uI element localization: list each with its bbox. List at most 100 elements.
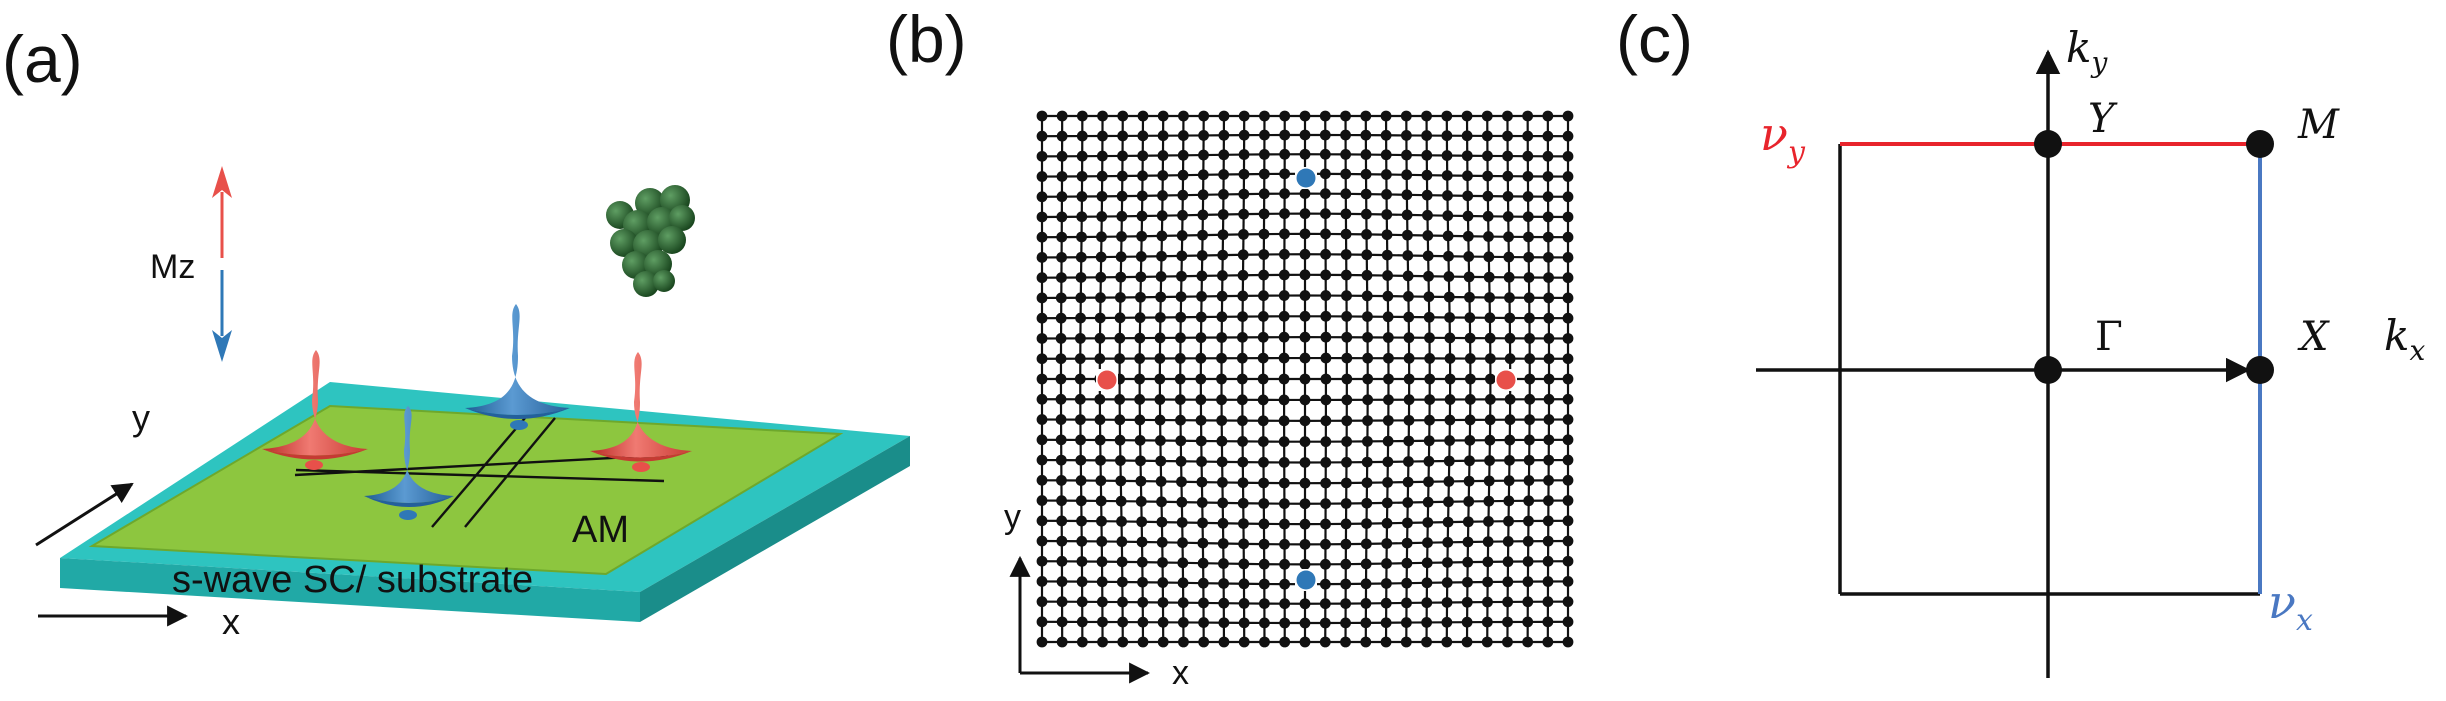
lattice-site: [1340, 110, 1351, 122]
lattice-site: [1197, 189, 1209, 201]
lattice-site: [1504, 393, 1516, 405]
lattice-site: [1299, 636, 1311, 648]
lattice-site: [1176, 517, 1188, 528]
lattice-site: [1484, 332, 1496, 344]
lattice-site: [1562, 231, 1574, 243]
lattice-site: [1423, 455, 1435, 467]
lattice-site: [1319, 110, 1331, 122]
lattice-site: [1116, 190, 1128, 202]
lattice-site: [1154, 312, 1166, 323]
lattice-site: [1257, 436, 1269, 447]
lattice-site: [1196, 291, 1207, 302]
lattice-site: [1196, 497, 1208, 508]
lattice-site: [1402, 476, 1414, 488]
lattice-site: [1036, 495, 1048, 506]
lattice-site: [1341, 415, 1353, 427]
lattice-site: [1259, 636, 1270, 648]
lattice-site: [1340, 477, 1352, 489]
lattice-site: [1056, 272, 1067, 284]
lattice-site: [1257, 373, 1269, 385]
lattice-site: [1055, 373, 1067, 385]
lattice-site: [1502, 536, 1514, 547]
lattice-site: [1502, 110, 1513, 122]
lattice-site: [1279, 228, 1290, 240]
lattice-site: [1036, 596, 1048, 608]
lattice-site: [1175, 435, 1187, 447]
lattice-site: [1441, 110, 1453, 122]
lattice-site: [1155, 476, 1167, 487]
lattice-site: [1036, 616, 1048, 628]
lattice-site: [1403, 435, 1415, 447]
lattice-site: [1196, 270, 1208, 282]
lattice-site: [1238, 538, 1250, 550]
axis-y-label-a: y: [132, 397, 150, 438]
lattice-site: [1117, 110, 1129, 122]
lattice-site: [1217, 497, 1229, 509]
lattice-site: [1562, 616, 1574, 628]
lattice-site: [1197, 229, 1208, 241]
lattice-site: [1115, 292, 1126, 303]
lattice-site: [1382, 435, 1394, 447]
lattice-site: [1562, 130, 1574, 142]
lattice-site: [1156, 516, 1168, 528]
lattice-site: [1524, 312, 1535, 324]
lattice-site: [1094, 312, 1106, 324]
red-marker-right: [1496, 370, 1516, 390]
lattice-site: [1177, 597, 1189, 609]
lattice-site: [1218, 129, 1230, 141]
lattice-site: [1238, 168, 1250, 180]
lattice-site: [1464, 455, 1475, 467]
lattice-site: [1096, 515, 1107, 527]
lattice-site: [1056, 150, 1068, 162]
lattice-site: [1135, 271, 1147, 283]
lattice-site: [1174, 352, 1186, 364]
lattice-site: [1114, 434, 1126, 446]
lattice-site: [1320, 248, 1332, 260]
lattice-site: [1299, 394, 1311, 406]
lattice-site: [1278, 331, 1290, 343]
lattice-site: [1036, 191, 1048, 203]
lattice-site: [1094, 353, 1106, 365]
lattice-site: [1216, 352, 1227, 364]
lattice-site: [1360, 110, 1372, 122]
lattice-site: [1461, 596, 1473, 608]
lattice-site: [1299, 290, 1311, 301]
lattice-site: [1299, 598, 1311, 610]
lattice-site: [1461, 616, 1473, 628]
lattice-site: [1543, 292, 1555, 304]
lattice-site: [1381, 497, 1393, 509]
lattice-site: [1156, 210, 1168, 222]
lattice-site: [1320, 538, 1331, 550]
lattice-site: [1444, 414, 1456, 426]
lattice-site: [1036, 333, 1048, 344]
lattice-site: [1361, 477, 1373, 489]
lattice-site: [1481, 636, 1493, 648]
lattice-site: [1484, 434, 1496, 446]
lattice-site: [1542, 110, 1554, 122]
lattice-site: [1523, 292, 1535, 304]
lattice-site: [1421, 130, 1433, 141]
lattice-site: [1522, 556, 1534, 567]
lattice-site: [1402, 270, 1414, 282]
lattice-site: [1137, 616, 1149, 628]
lattice-site: [1421, 557, 1433, 569]
lattice-site: [1421, 597, 1433, 609]
lattice-site: [1238, 518, 1249, 530]
lattice-site: [1198, 149, 1209, 161]
lattice-site: [1056, 231, 1068, 243]
lattice-site: [1278, 290, 1290, 301]
red-marker-left: [1097, 370, 1117, 390]
y-label: Y: [2088, 96, 2118, 142]
lattice-site: [1299, 436, 1311, 448]
nu-y-sub: y: [1786, 135, 1806, 170]
blue-marker-top: [1296, 168, 1316, 188]
lattice-site: [1383, 373, 1394, 385]
lattice-site: [1238, 617, 1250, 629]
lattice-site: [1483, 495, 1495, 507]
lattice-site: [1257, 311, 1269, 322]
lattice-site: [1217, 229, 1229, 241]
lattice-site: [1154, 394, 1166, 405]
lattice-site: [1075, 312, 1086, 324]
panel-b-label: (b): [886, 2, 967, 76]
atom-cluster: [606, 185, 695, 297]
